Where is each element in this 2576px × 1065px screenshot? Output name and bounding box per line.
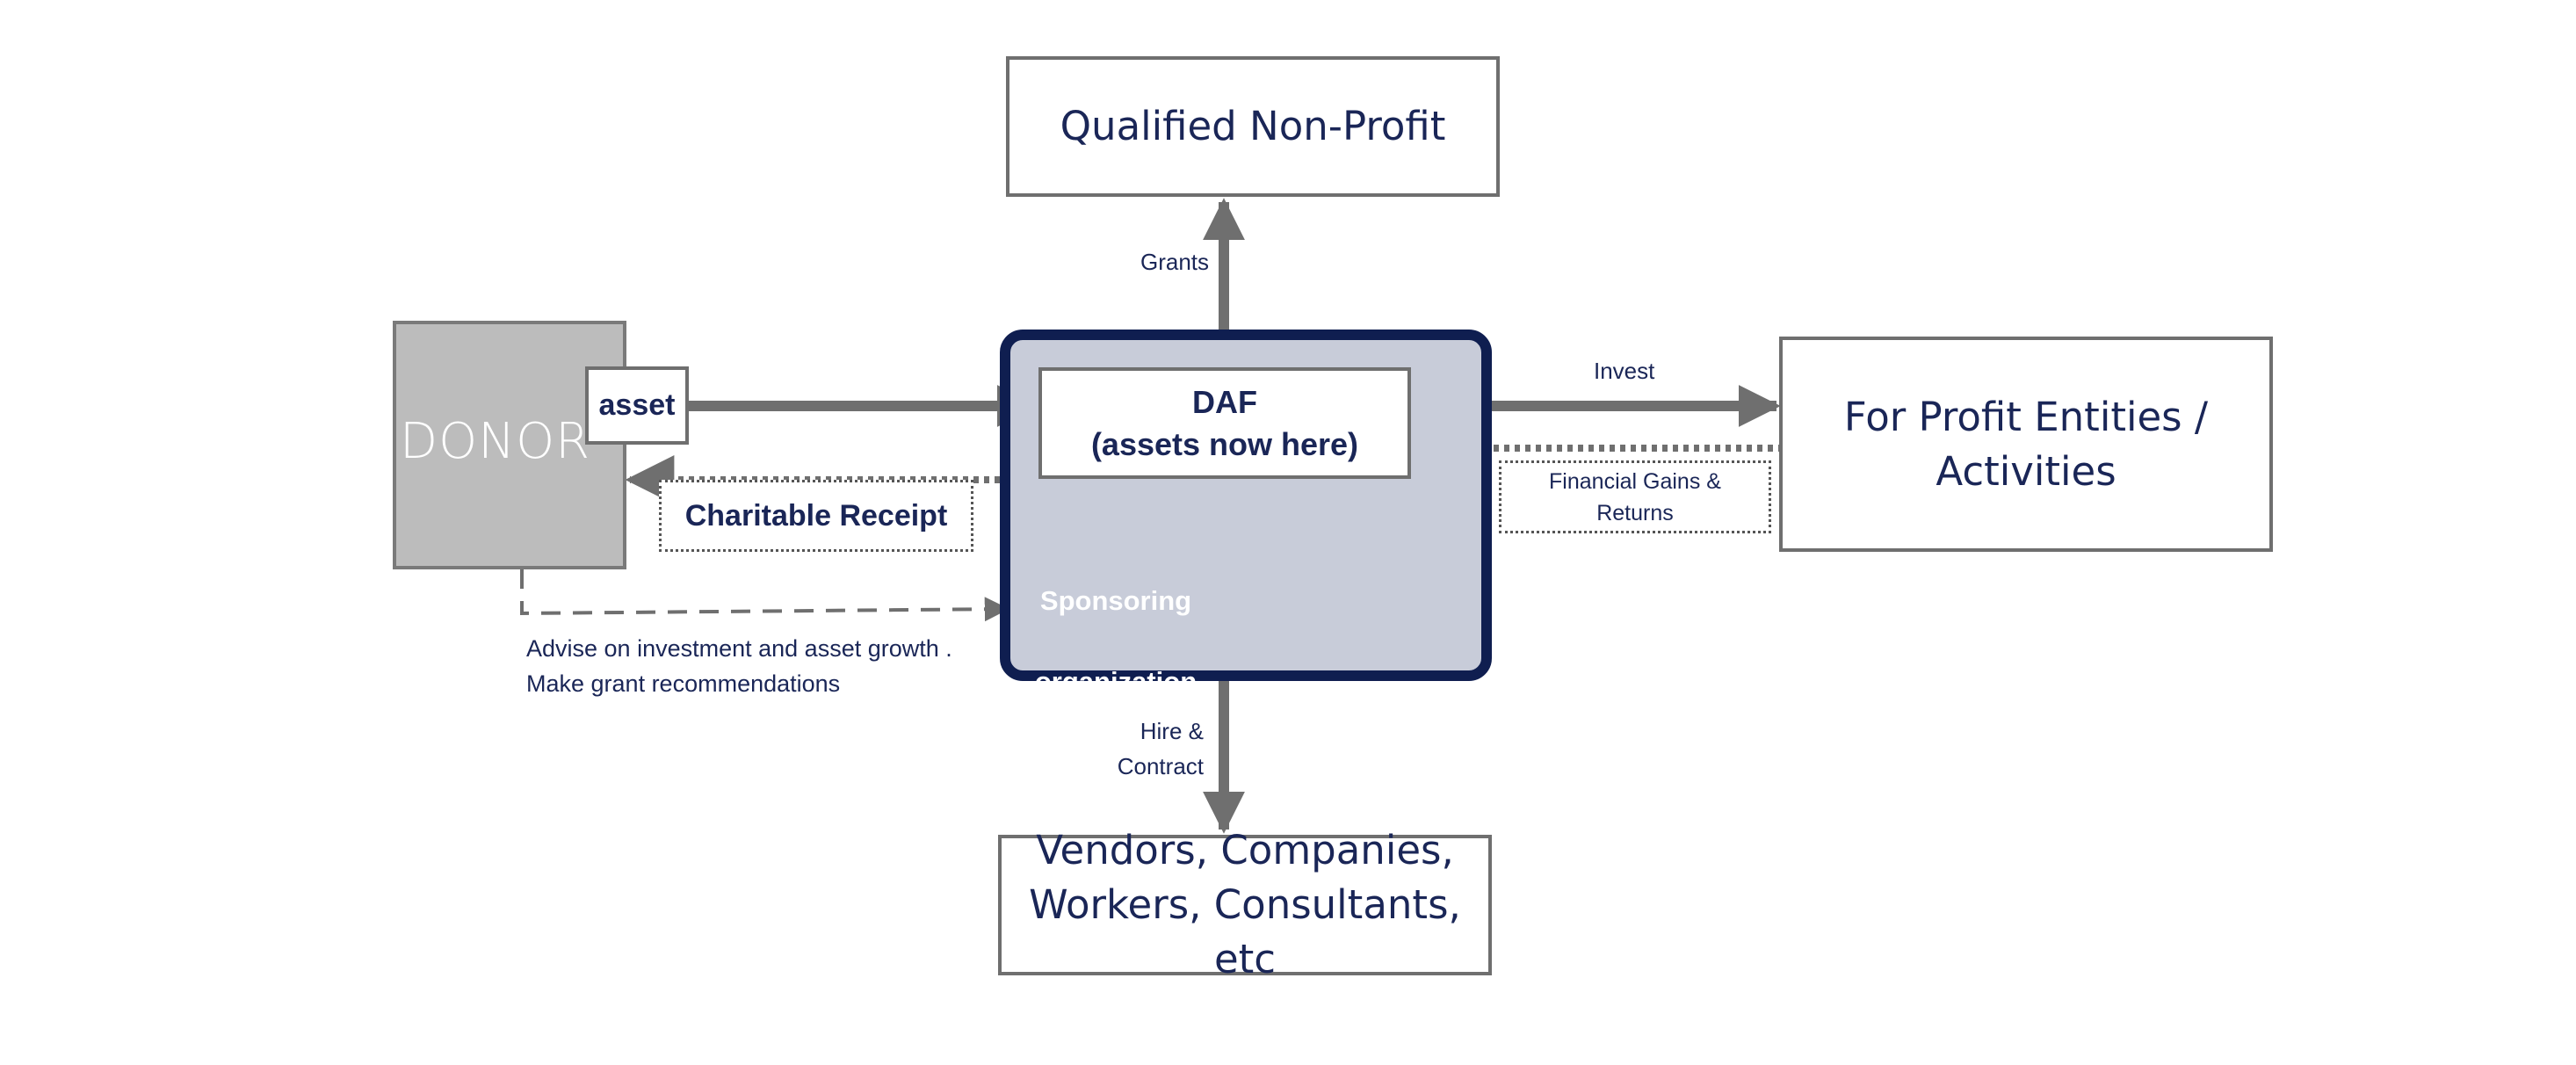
invest-label: Invest	[1594, 358, 1655, 384]
vendors-line-1: Vendors, Companies,	[1036, 827, 1454, 873]
daf-node: DAF (assets now here)	[1038, 367, 1411, 479]
grants-label: Grants	[1140, 249, 1210, 275]
nonprofit-node: Qualified Non-Profit	[1006, 56, 1500, 197]
sponsoring-organization-label: Sponsoring organization	[1024, 540, 1208, 743]
advise-text: Advise on investment and asset growth . …	[526, 631, 1018, 701]
for-profit-node: For Profit Entities / Activities	[1779, 337, 2273, 552]
nonprofit-label: Qualified Non-Profit	[1060, 103, 1446, 149]
sponsoring-line-1: Sponsoring	[1039, 585, 1192, 616]
advise-line-1: Advise on investment and asset growth .	[526, 635, 952, 662]
hire-contract-label: Hire & Contract	[1089, 714, 1204, 784]
charitable-receipt-node: Charitable Receipt	[659, 480, 973, 552]
financial-gains-line-1: Financial Gains &	[1549, 468, 1721, 494]
vendors-node: Vendors, Companies, Workers, Consultants…	[998, 827, 1492, 982]
daf-title: DAF	[1192, 383, 1257, 420]
advise-connector	[520, 569, 1009, 622]
advise-line-2: Make grant recommendations	[526, 670, 841, 697]
sponsoring-line-2: organization	[1034, 666, 1198, 697]
financial-gains-node: Financial Gains & Returns	[1499, 460, 1771, 533]
for-profit-line-1: For Profit Entities /	[1843, 393, 2209, 440]
daf-subtitle: (assets now here)	[1090, 425, 1359, 462]
asset-node: asset	[585, 366, 689, 445]
for-profit-line-2: Activities	[1936, 447, 2117, 495]
asset-label: asset	[598, 388, 676, 422]
hire-line-2: Contract	[1117, 753, 1204, 779]
vendors-line-2: Workers, Consultants, etc	[1029, 881, 1461, 982]
financial-gains-line-2: Returns	[1596, 500, 1674, 525]
donor-node	[393, 321, 626, 569]
donor-label: DONOR	[400, 413, 591, 470]
hire-line-1: Hire &	[1140, 718, 1204, 744]
charitable-receipt-label: Charitable Receipt	[684, 498, 948, 532]
